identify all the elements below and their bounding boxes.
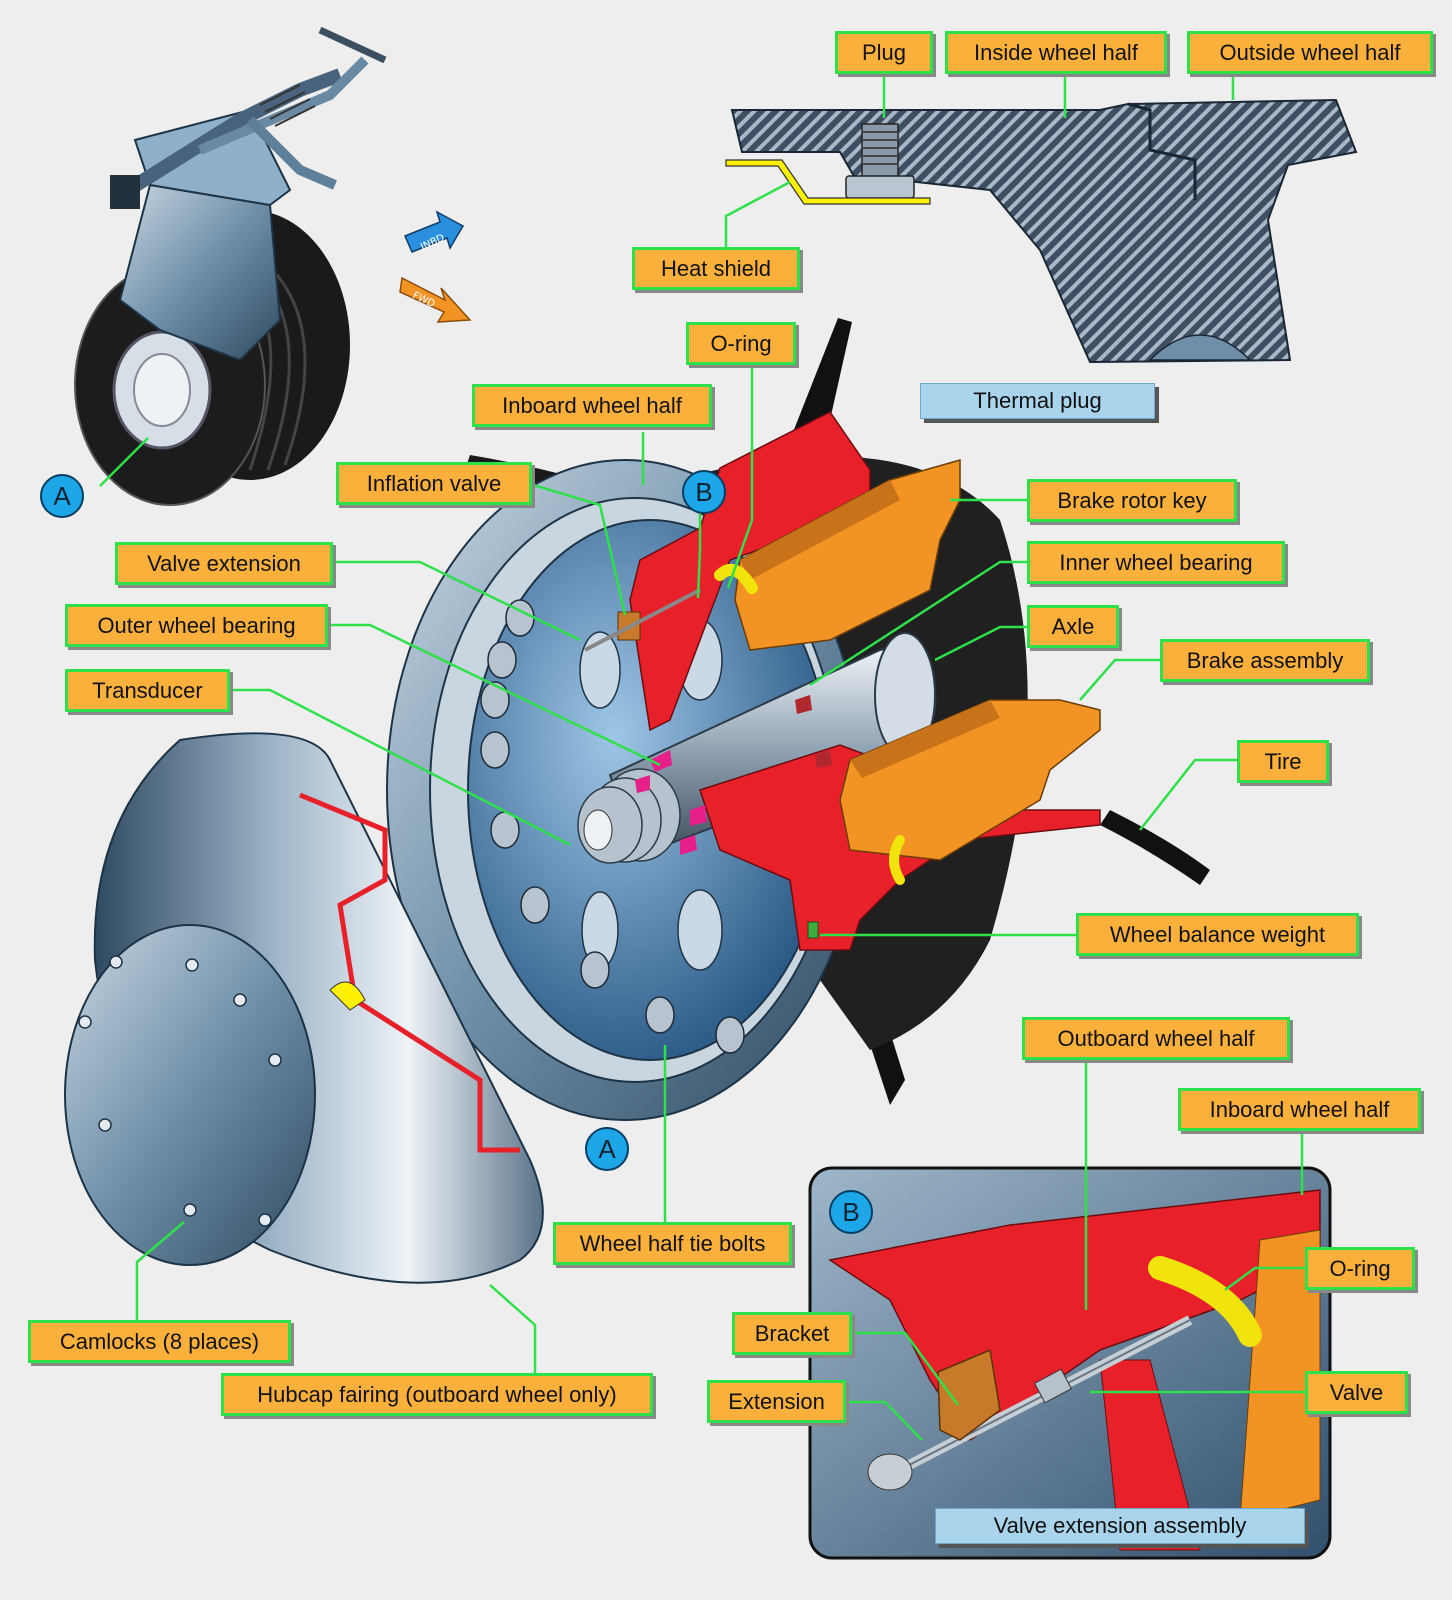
detail-b-inset [808, 1166, 1332, 1560]
thermal-plug-section [725, 98, 1358, 364]
inside-wheel-half-label: Inside wheel half [945, 31, 1167, 74]
hubcap-fairing-label: Hubcap fairing (outboard wheel only) [221, 1373, 653, 1416]
inboard-wheel-half-b-label: Inboard wheel half [1178, 1088, 1421, 1131]
fwd-arrow: FWD [399, 276, 472, 323]
inflation-valve-label: Inflation valve [336, 462, 532, 505]
plug-label: Plug [835, 31, 933, 74]
detail-b-marker-inset: B [829, 1190, 873, 1234]
hubcap-fairing [64, 732, 544, 1284]
inbd-arrow: INBD [404, 210, 465, 253]
direction-arrows: INBD FWD [399, 210, 472, 323]
main-wheel-assembly [386, 318, 1210, 1121]
detail-a-marker-wheel: A [585, 1127, 629, 1171]
valve-extension-label: Valve extension [115, 542, 333, 585]
valve-extension-assembly-caption: Valve extension assembly [935, 1508, 1305, 1544]
brake-assembly-label: Brake assembly [1160, 639, 1370, 682]
detail-b-marker-wheel: B [682, 470, 726, 514]
detail-a-marker-gear: A [40, 474, 84, 518]
thermal-plug-caption: Thermal plug [920, 383, 1155, 419]
tire-label: Tire [1237, 740, 1329, 783]
axle-label: Axle [1027, 605, 1119, 648]
wheel-half-tie-bolts-label: Wheel half tie bolts [553, 1222, 792, 1265]
extension-label: Extension [707, 1380, 846, 1423]
outside-wheel-half-label: Outside wheel half [1187, 31, 1433, 74]
wheel-balance-weight-label: Wheel balance weight [1076, 913, 1359, 956]
o-ring-b-label: O-ring [1305, 1247, 1415, 1290]
camlocks-label: Camlocks (8 places) [28, 1320, 291, 1363]
bracket-label: Bracket [732, 1312, 852, 1355]
transducer-label: Transducer [65, 669, 230, 712]
heat-shield-label: Heat shield [632, 247, 800, 290]
landing-gear-view [74, 26, 387, 506]
outer-wheel-bearing-label: Outer wheel bearing [65, 604, 328, 647]
valve-label: Valve [1305, 1371, 1408, 1414]
leader-lines [99, 72, 1305, 1441]
o-ring-label: O-ring [686, 322, 796, 365]
outboard-wheel-half-label: Outboard wheel half [1022, 1017, 1290, 1060]
inner-wheel-bearing-label: Inner wheel bearing [1027, 541, 1285, 584]
inboard-wheel-half-label: Inboard wheel half [472, 384, 712, 427]
brake-rotor-key-label: Brake rotor key [1027, 479, 1237, 522]
